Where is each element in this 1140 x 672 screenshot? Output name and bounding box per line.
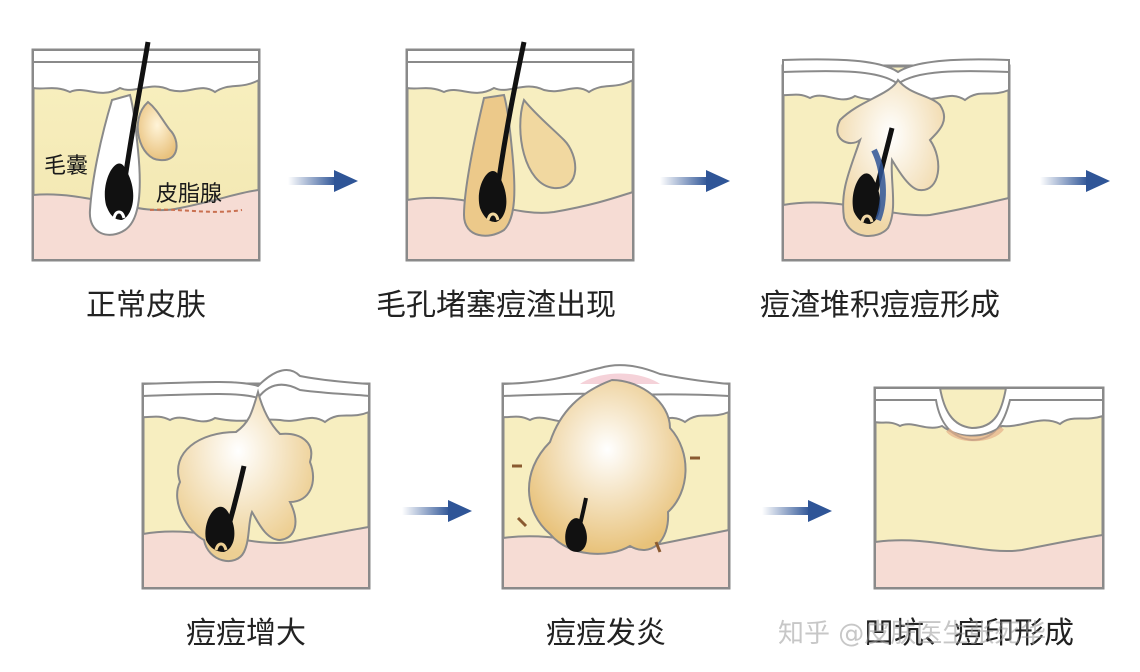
sebaceous-gland-label: 皮脂腺: [156, 182, 223, 207]
stage-3-caption: 痘渣堆积痘痘形成: [760, 288, 1000, 323]
stage-pimple-enlarging-diagram: [140, 362, 372, 590]
stage-pimple-forming-diagram: [780, 40, 1012, 262]
follicle-label: 毛囊: [44, 154, 89, 179]
stage-pore-clogged-diagram: [404, 40, 636, 262]
stage-1-caption: 正常皮肤: [86, 288, 206, 323]
arrow-right-icon: [762, 500, 834, 526]
stage-4-caption: 痘痘增大: [186, 616, 306, 651]
watermark: 知乎 @皮肤医生张死华: [778, 619, 1047, 649]
stage-normal-skin-diagram: [30, 40, 262, 262]
arrow-right-icon: [288, 170, 360, 196]
stage-6-caption: 凹坑、痘印形成: [864, 616, 1074, 651]
arrow-right-icon: [1040, 170, 1112, 196]
arrow-right-icon: [660, 170, 732, 196]
stage-5-caption: 痘痘发炎: [546, 616, 666, 651]
stage-inflamed-diagram: [500, 362, 732, 590]
arrow-right-icon: [402, 500, 474, 526]
stage-scar-diagram: [872, 380, 1106, 590]
stage-2-caption: 毛孔堵塞痘渣出现: [376, 288, 616, 323]
